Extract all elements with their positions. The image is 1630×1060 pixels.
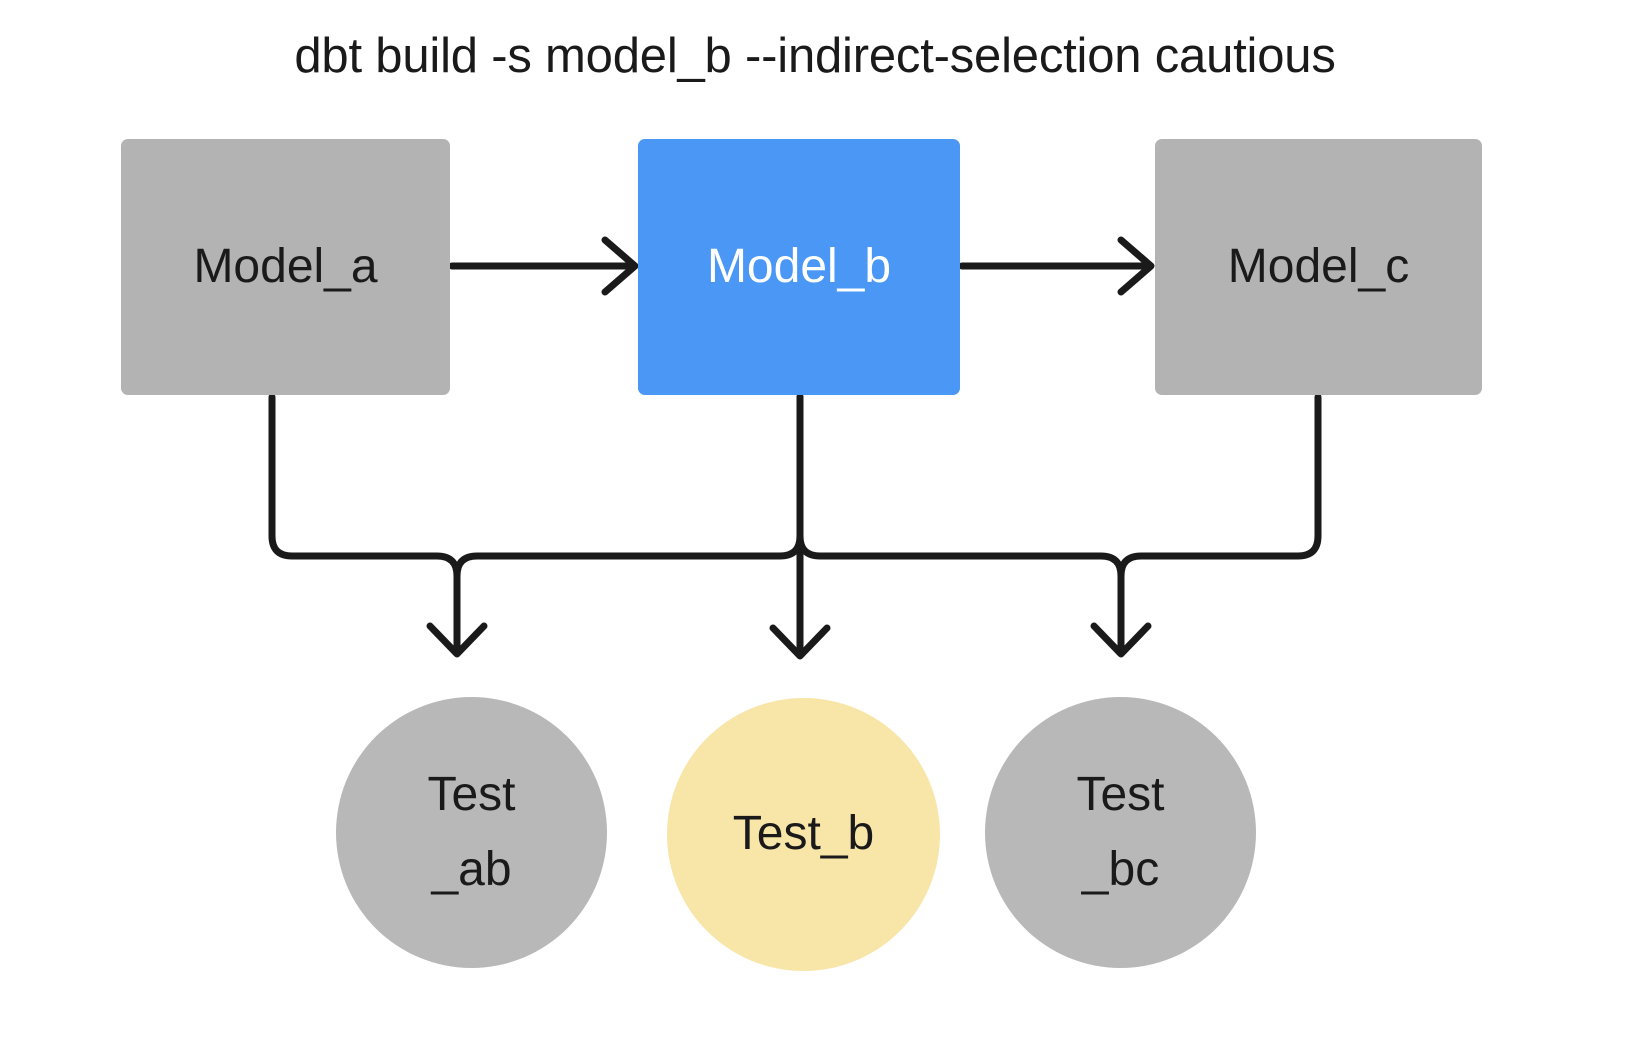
node-model-c[interactable]: Model_c xyxy=(1155,139,1482,395)
edge-model-b-to-test-ab xyxy=(453,393,804,652)
node-test-ab[interactable]: Test _ab xyxy=(336,697,607,968)
diagram-title: dbt build -s model_b --indirect-selectio… xyxy=(294,29,1336,83)
edge-model-a-to-test-ab xyxy=(268,393,461,652)
arrowhead-test-bc-in xyxy=(1090,622,1152,658)
node-model-a-label: Model_a xyxy=(193,239,378,293)
node-model-c-label: Model_c xyxy=(1227,239,1410,293)
edge-model-c-to-test-bc xyxy=(1117,393,1322,652)
node-test-b[interactable]: Test_b xyxy=(667,698,940,971)
node-test-bc-label-line1: Test xyxy=(1076,768,1165,822)
node-test-ab-label-line1: Test xyxy=(427,768,516,822)
arrowhead-model-c-in xyxy=(1117,236,1155,296)
edge-model-b-to-test-bc xyxy=(796,393,1125,652)
node-test-ab-label-line2: _ab xyxy=(431,842,512,896)
arrowhead-model-b-in xyxy=(601,236,639,296)
node-test-bc-label-line2: _bc xyxy=(1081,842,1160,896)
node-test-bc[interactable]: Test _bc xyxy=(985,697,1256,968)
node-test-b-label-line1: Test_b xyxy=(732,807,875,861)
node-model-b-label: Model_b xyxy=(706,239,892,293)
node-model-b[interactable]: Model_b xyxy=(638,139,960,395)
node-model-a[interactable]: Model_a xyxy=(121,139,450,395)
arrowhead-test-ab-in xyxy=(426,622,488,658)
arrowhead-test-b-in xyxy=(769,624,831,660)
